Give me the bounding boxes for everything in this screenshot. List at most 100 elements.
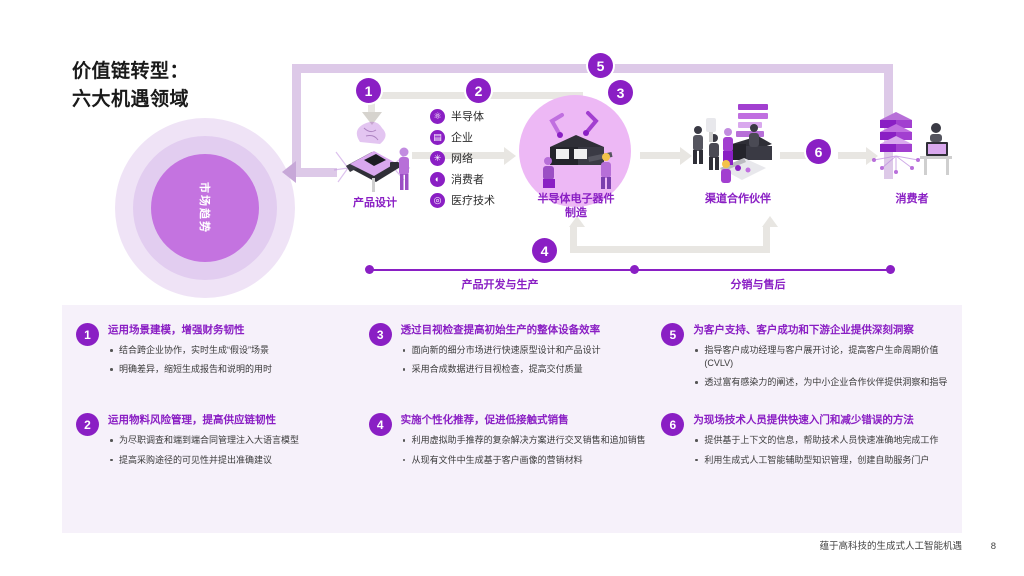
- opportunity-card: 5 为客户支持、客户成功和下游企业提供深刻洞察 指导客户成功经理与客户展开讨论，…: [661, 323, 948, 395]
- return-loop-arrow-icon: [282, 161, 296, 183]
- opportunity-bullets: 提供基于上下文的信息，帮助技术人员快速准确地完成工作 利用生成式人工智能辅助型知…: [693, 434, 948, 466]
- icon-list-label: 半导体: [451, 111, 484, 123]
- opportunity-body: 运用物料风险管理，提高供应链韧性 为尽职调查和端到端合同管理注入大语言模型 提高…: [108, 413, 363, 472]
- connector-badge6-to-consumer: [838, 152, 868, 159]
- bullet-item: 从现有文件中生成基于客户画像的营销材料: [401, 454, 656, 467]
- opportunity-body: 透过目视检查提高初始生产的整体设备效率 面向新的细分市场进行快速原型设计和产品设…: [401, 323, 656, 382]
- timeline-dot-mid: [630, 265, 639, 274]
- opportunity-number: 1: [76, 323, 99, 346]
- market-trends-circle: 市场趋势: [115, 118, 295, 298]
- timeline-label-development: 产品开发与生产: [461, 279, 539, 291]
- enterprise-icon: ▤: [430, 129, 445, 145]
- connector-badge1-to-design: [368, 92, 375, 114]
- market-segment-icon-list: ⚛ 半导体 ▤ 企业 ✳ 网络 ◐ 消费者 ◎ 医疗技术: [430, 108, 495, 213]
- opportunity-number: 5: [661, 323, 685, 346]
- flow-badge-6[interactable]: 6: [806, 139, 831, 164]
- bullet-item: 利用虚拟助手推荐的复杂解决方案进行交叉销售和追加销售: [401, 434, 656, 447]
- connector-design-to-manufacturing: [412, 152, 506, 159]
- opportunity-bullets: 面向新的细分市场进行快速原型设计和产品设计 采用合成数据进行目视检查，提高交付质…: [401, 344, 656, 376]
- network-icon: ✳: [430, 150, 445, 166]
- icon-list-label: 网络: [451, 153, 473, 165]
- opportunity-body: 运用场景建模，增强财务韧性 结合跨企业协作，实时生成“假设”场景 明确差异，缩短…: [108, 323, 363, 382]
- bullet-item: 明确差异，缩短生成报告和说明的用时: [108, 363, 363, 376]
- connector-channel-to-badge6: [780, 152, 810, 159]
- connector-feedback-horizontal: [570, 246, 770, 253]
- icon-list-item: ◎ 医疗技术: [430, 192, 495, 208]
- arrow-design-to-manufacturing-icon: [504, 147, 516, 165]
- bullet-item: 指导客户成功经理与客户展开讨论，提高客户生命周期价值 (CVLV): [693, 344, 948, 370]
- opportunity-number: 6: [661, 413, 685, 437]
- flow-badge-5[interactable]: 5: [588, 53, 613, 78]
- opportunity-bullets: 指导客户成功经理与客户展开讨论，提高客户生命周期价值 (CVLV) 透过富有感染…: [693, 344, 948, 389]
- return-loop-left: [292, 64, 301, 174]
- stage-label-product-design: 产品设计: [353, 197, 397, 209]
- channel-partners-illustration: [693, 104, 772, 183]
- icon-list-item: ⚛ 半导体: [430, 108, 495, 124]
- page-title: 价值链转型： 六大机遇领域: [72, 61, 190, 110]
- bullet-item: 利用生成式人工智能辅助型知识管理，创建自助服务门户: [693, 454, 948, 467]
- opportunity-body: 为客户支持、客户成功和下游企业提供深刻洞察 指导客户成功经理与客户展开讨论，提高…: [693, 323, 948, 395]
- timeline-dot-start: [365, 265, 374, 274]
- opportunity-title: 实施个性化推荐，促进低接触式销售: [400, 414, 569, 427]
- timeline-dot-end: [886, 265, 895, 274]
- opportunity-card: 1 运用场景建模，增强财务韧性 结合跨企业协作，实时生成“假设”场景 明确差异，…: [76, 323, 363, 395]
- opportunity-number: 3: [368, 323, 392, 346]
- opportunity-card: 2 运用物料风险管理，提高供应链韧性 为尽职调查和端到端合同管理注入大语言模型 …: [76, 413, 363, 472]
- opportunities-panel: 1 运用场景建模，增强财务韧性 结合跨企业协作，实时生成“假设”场景 明确差异，…: [62, 305, 962, 533]
- flow-badge-1[interactable]: 1: [356, 78, 381, 103]
- icon-list-label: 企业: [451, 132, 473, 144]
- semiconductor-manufacturing-illustration: [543, 111, 613, 189]
- connector-manufacturing-to-channel: [640, 152, 682, 159]
- bullet-item: 采用合成数据进行目视检查，提高交付质量: [401, 363, 656, 376]
- icon-list-item: ▤ 企业: [430, 129, 495, 145]
- arrow-feedback-up-left-icon: [569, 216, 585, 227]
- opportunity-title: 为客户支持、客户成功和下游企业提供深刻洞察: [693, 324, 914, 336]
- icon-list-item: ✳ 网络: [430, 150, 495, 166]
- semiconductor-icon: ⚛: [430, 108, 445, 124]
- opportunity-number: 4: [368, 413, 392, 437]
- opportunity-title: 透过目视检查提高初始生产的整体设备效率: [400, 324, 601, 336]
- opportunity-bullets: 为尽职调查和端到端合同管理注入大语言模型 提高采购途径的可见性并提出准确建议: [108, 434, 363, 466]
- flow-badge-4[interactable]: 4: [532, 238, 557, 263]
- opportunity-number: 2: [76, 413, 99, 437]
- timeline-label-distribution: 分销与售后: [730, 279, 786, 291]
- opportunity-body: 实施个性化推荐，促进低接触式销售 利用虚拟助手推荐的复杂解决方案进行交叉销售和追…: [401, 413, 656, 472]
- bullet-item: 为尽职调查和端到端合同管理注入大语言模型: [108, 434, 363, 447]
- opportunity-card: 3 透过目视检查提高初始生产的整体设备效率 面向新的细分市场进行快速原型设计和产…: [368, 323, 656, 395]
- opportunity-card: 4 实施个性化推荐，促进低接触式销售 利用虚拟助手推荐的复杂解决方案进行交叉销售…: [368, 413, 656, 472]
- icon-list-item: ◐ 消费者: [430, 171, 495, 187]
- opportunity-bullets: 结合跨企业协作，实时生成“假设”场景 明确差异，缩短生成报告和说明的用时: [108, 344, 363, 376]
- opportunity-cards-grid: 1 运用场景建模，增强财务韧性 结合跨企业协作，实时生成“假设”场景 明确差异，…: [62, 305, 962, 533]
- market-trends-label: 市场趋势: [198, 182, 210, 234]
- flow-badge-2[interactable]: 2: [466, 78, 491, 103]
- opportunity-card: 6 为现场技术人员提供快速入门和减少错误的方法 提供基于上下文的信息，帮助技术人…: [661, 413, 948, 472]
- opportunity-bullets: 利用虚拟助手推荐的复杂解决方案进行交叉销售和追加销售 从现有文件中生成基于客户画…: [401, 434, 656, 466]
- opportunity-title: 运用物料风险管理，提高供应链韧性: [108, 414, 276, 427]
- arrow-feedback-up-right-icon: [762, 216, 778, 227]
- medical-icon: ◎: [430, 192, 445, 208]
- bullet-item: 透过富有感染力的阐述，为中小企业合作伙伴提供洞察和指导: [693, 376, 948, 389]
- icon-list-label: 医疗技术: [451, 195, 495, 207]
- stage-label-consumers: 消费者: [895, 193, 929, 205]
- opportunity-title: 为现场技术人员提供快速入门和减少错误的方法: [693, 414, 914, 427]
- flow-badge-3[interactable]: 3: [608, 80, 633, 105]
- consumers-illustration: [872, 112, 952, 175]
- opportunity-title: 运用场景建模，增强财务韧性: [108, 324, 245, 336]
- bullet-item: 面向新的细分市场进行快速原型设计和产品设计: [401, 344, 656, 357]
- footer-page-number: 8: [990, 541, 996, 552]
- return-loop-into-rings: [292, 168, 337, 177]
- stage-label-channel-partners: 渠道合作伙伴: [705, 193, 771, 205]
- ring-inner: 市场趋势: [151, 154, 259, 262]
- footer-title: 蕴于高科技的生成式人工智能机遇: [819, 541, 962, 552]
- arrow-manufacturing-to-channel-icon: [680, 147, 692, 165]
- connector-arrow-down-design-icon: [362, 112, 382, 125]
- bullet-item: 结合跨企业协作，实时生成“假设”场景: [108, 344, 363, 357]
- connector-feedback-left-riser: [570, 226, 577, 250]
- product-design-illustration: [333, 121, 411, 192]
- connector-feedback-right-riser: [763, 226, 770, 250]
- bullet-item: 提供基于上下文的信息，帮助技术人员快速准确地完成工作: [693, 434, 948, 447]
- opportunity-body: 为现场技术人员提供快速入门和减少错误的方法 提供基于上下文的信息，帮助技术人员快…: [693, 413, 948, 472]
- consumer-icon: ◐: [430, 171, 445, 187]
- stage-label-manufacturing: 半导体电子器件 制造: [537, 193, 615, 220]
